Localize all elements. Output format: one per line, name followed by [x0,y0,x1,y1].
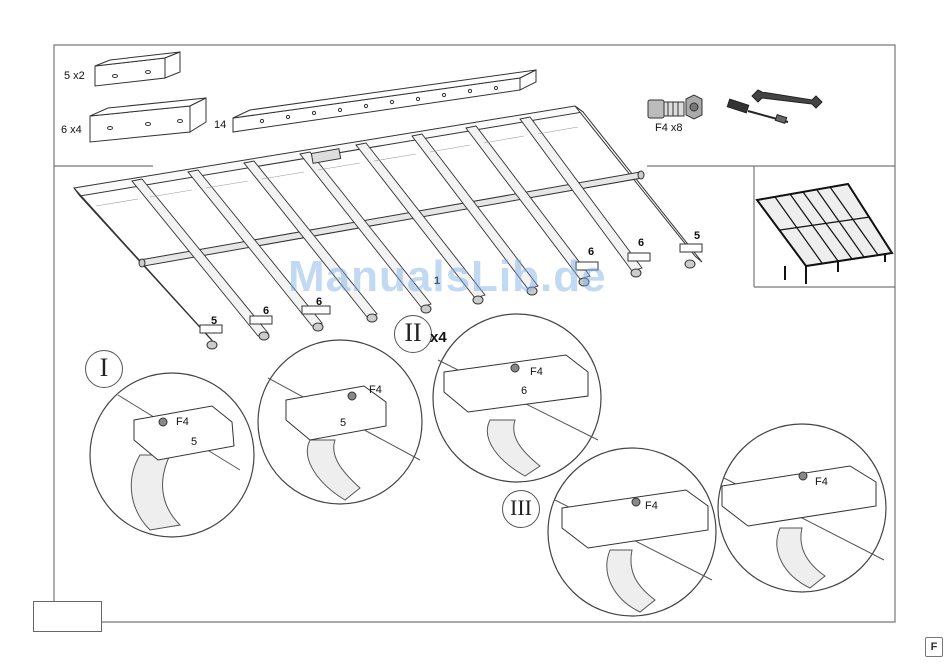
label-bracket-large: 6 x4 [61,124,82,136]
label-rail: 14 [214,119,226,131]
label-left-end: 5 [211,315,217,327]
detail-5-bolt: F4 [815,476,828,488]
roof-frame [74,106,702,349]
detail-2-part: 5 [340,417,346,429]
label-fastener: F4 x8 [655,122,683,134]
detail-3-part: 6 [521,385,527,397]
detail-1-bolt: F4 [176,416,189,428]
detail-3-bolt: F4 [530,366,543,378]
step-marker-3: III [502,490,540,528]
label-mid-1: 6 [263,305,269,317]
part-bracket-large [90,98,206,142]
part-fastener [648,95,702,119]
page-letter: F [925,637,943,657]
carport-inset [757,184,892,284]
detail-1-part: 5 [191,436,197,448]
step-2-quantity: x4 [430,329,447,346]
watermark-text: ManualsLib.de [288,252,607,302]
label-mid-4: 6 [638,237,644,249]
detail-circle-5 [718,424,886,592]
step-marker-1: I [85,350,123,388]
part-bracket-small [95,52,180,86]
page-number-box [33,601,102,632]
tools-wrench-screwdriver [727,90,822,123]
detail-circle-4 [548,448,716,616]
detail-circle-1 [90,373,254,537]
detail-2-bolt: F4 [369,384,382,396]
step-marker-2: II [394,315,432,353]
detail-circle-3 [433,314,601,482]
label-bracket-small: 5 x2 [64,70,85,82]
label-right-end: 5 [694,230,700,242]
detail-4-bolt: F4 [645,500,658,512]
